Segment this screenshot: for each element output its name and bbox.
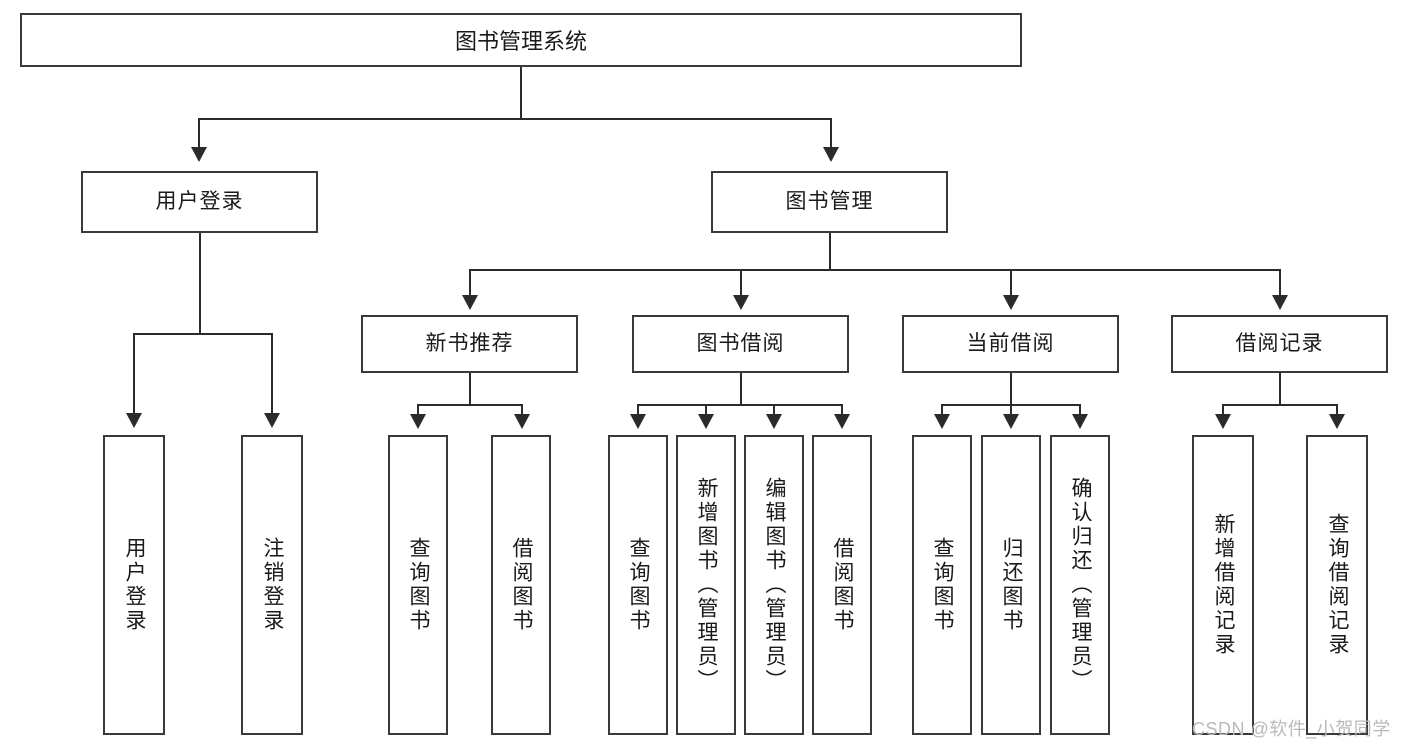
- connector-new-book-bus: [417, 404, 522, 406]
- node-root-system[interactable]: 图书管理系统: [20, 13, 1022, 67]
- node-label: 图书借阅: [696, 332, 785, 356]
- connector-new-book-leaf-1: [417, 404, 419, 415]
- node-label: 图书管理系统: [454, 29, 587, 54]
- connector-borrow-record-stem: [1279, 373, 1281, 405]
- connector-current-borrow-stem: [1010, 373, 1012, 405]
- leaf-label: 新增图书（管理员）: [695, 477, 719, 693]
- node-label: 借阅记录: [1235, 332, 1324, 356]
- leaf-current-borrow-confirm[interactable]: 确认归还（管理员）: [1050, 435, 1110, 735]
- connector-level3-bus: [469, 269, 1281, 271]
- csdn-watermark: CSDN @软件_小贺同学: [1192, 719, 1391, 739]
- arrow-user-login-leaf-1: [126, 413, 142, 428]
- leaf-new-book-borrow[interactable]: 借阅图书: [491, 435, 551, 735]
- connector-book-borrow-leaf-3: [773, 404, 775, 415]
- arrow-book-borrow-leaf-2: [698, 414, 714, 429]
- node-borrow-record[interactable]: 借阅记录: [1171, 315, 1388, 373]
- arrow-to-book-mgmt: [823, 147, 839, 162]
- arrow-book-borrow-leaf-1: [630, 414, 646, 429]
- connector-user-login-bus: [133, 333, 273, 335]
- arrow-to-current-borrow: [1003, 295, 1019, 310]
- arrow-current-borrow-leaf-1: [934, 414, 950, 429]
- leaf-new-book-query[interactable]: 查询图书: [388, 435, 448, 735]
- arrow-to-book-borrow: [733, 295, 749, 310]
- leaf-label: 借阅图书: [831, 537, 855, 633]
- node-book-borrow[interactable]: 图书借阅: [632, 315, 849, 373]
- leaf-borrow-record-add[interactable]: 新增借阅记录: [1192, 435, 1254, 735]
- leaf-label: 用户登录: [123, 537, 147, 633]
- leaf-user-login-login[interactable]: 用户登录: [103, 435, 165, 735]
- arrow-new-book-leaf-2: [514, 414, 530, 429]
- connector-user-login-leaf-2: [271, 333, 273, 414]
- leaf-label: 归还图书: [1000, 537, 1024, 633]
- connector-book-borrow-stem: [740, 373, 742, 405]
- arrow-to-user-login: [191, 147, 207, 162]
- connector-book-borrow-leaf-1: [637, 404, 639, 415]
- connector-borrow-record-leaf-1: [1222, 404, 1224, 415]
- arrow-current-borrow-leaf-3: [1072, 414, 1088, 429]
- connector-new-book-stem: [469, 373, 471, 405]
- leaf-label: 查询图书: [407, 537, 431, 633]
- arrow-user-login-leaf-2: [264, 413, 280, 428]
- leaf-label: 编辑图书（管理员）: [763, 477, 787, 693]
- arrow-current-borrow-leaf-2: [1003, 414, 1019, 429]
- arrow-borrow-record-leaf-1: [1215, 414, 1231, 429]
- connector-to-current-borrow: [1010, 269, 1012, 296]
- connector-borrow-record-leaf-2: [1336, 404, 1338, 415]
- node-book-management[interactable]: 图书管理: [711, 171, 948, 233]
- connector-root-stem: [520, 67, 522, 119]
- connector-to-book-borrow: [740, 269, 742, 296]
- connector-to-borrow-record: [1279, 269, 1281, 296]
- connector-to-book-mgmt: [830, 118, 832, 148]
- connector-user-login-stem: [199, 233, 201, 334]
- connector-borrow-record-bus: [1222, 404, 1337, 406]
- connector-to-new-book: [469, 269, 471, 296]
- leaf-current-borrow-query[interactable]: 查询图书: [912, 435, 972, 735]
- arrow-to-borrow-record: [1272, 295, 1288, 310]
- leaf-user-login-logout[interactable]: 注销登录: [241, 435, 303, 735]
- arrow-book-borrow-leaf-3: [766, 414, 782, 429]
- node-new-book-recommend[interactable]: 新书推荐: [361, 315, 578, 373]
- connector-to-user-login: [198, 118, 200, 148]
- connector-book-borrow-leaf-4: [841, 404, 843, 415]
- arrow-new-book-leaf-1: [410, 414, 426, 429]
- node-label: 用户登录: [155, 190, 244, 214]
- leaf-borrow-record-query[interactable]: 查询借阅记录: [1306, 435, 1368, 735]
- node-label: 新书推荐: [425, 332, 514, 356]
- connector-user-login-leaf-1: [133, 333, 135, 414]
- leaf-book-borrow-add[interactable]: 新增图书（管理员）: [676, 435, 736, 735]
- node-user-login[interactable]: 用户登录: [81, 171, 318, 233]
- connector-book-borrow-bus: [637, 404, 842, 406]
- leaf-current-borrow-return[interactable]: 归还图书: [981, 435, 1041, 735]
- connector-current-borrow-leaf-1: [941, 404, 943, 415]
- leaf-label: 注销登录: [261, 537, 285, 633]
- node-label: 图书管理: [785, 190, 874, 214]
- connector-book-mgmt-stem: [829, 233, 831, 270]
- leaf-label: 查询借阅记录: [1326, 513, 1350, 657]
- leaf-label: 确认归还（管理员）: [1069, 477, 1093, 693]
- leaf-label: 查询图书: [931, 537, 955, 633]
- leaf-book-borrow-edit[interactable]: 编辑图书（管理员）: [744, 435, 804, 735]
- leaf-label: 查询图书: [627, 537, 651, 633]
- connector-book-borrow-leaf-2: [705, 404, 707, 415]
- arrow-borrow-record-leaf-2: [1329, 414, 1345, 429]
- connector-new-book-leaf-2: [521, 404, 523, 415]
- connector-level2-bus: [198, 118, 832, 120]
- leaf-label: 借阅图书: [510, 537, 534, 633]
- node-current-borrow[interactable]: 当前借阅: [902, 315, 1119, 373]
- node-label: 当前借阅: [966, 332, 1055, 356]
- leaf-book-borrow-borrow[interactable]: 借阅图书: [812, 435, 872, 735]
- arrow-book-borrow-leaf-4: [834, 414, 850, 429]
- arrow-to-new-book: [462, 295, 478, 310]
- connector-current-borrow-leaf-3: [1079, 404, 1081, 415]
- leaf-label: 新增借阅记录: [1212, 513, 1236, 657]
- leaf-book-borrow-query[interactable]: 查询图书: [608, 435, 668, 735]
- connector-current-borrow-leaf-2: [1010, 404, 1012, 415]
